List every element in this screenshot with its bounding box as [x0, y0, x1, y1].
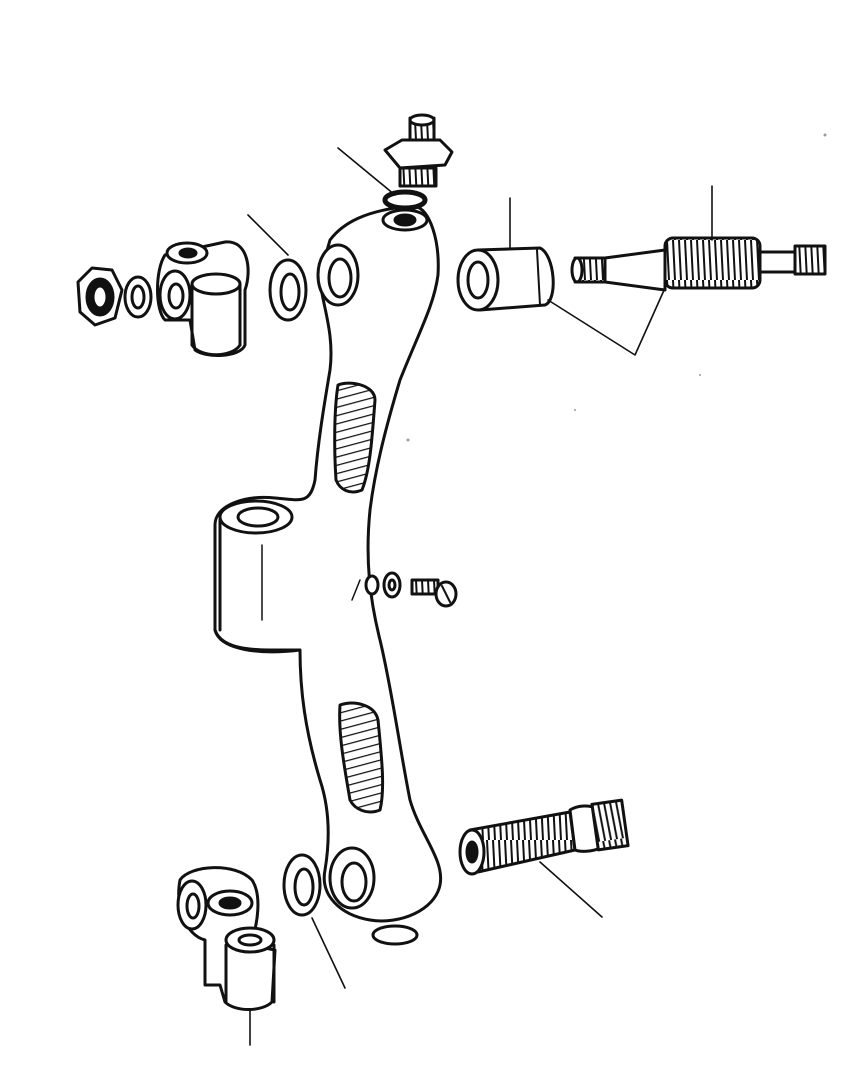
nipple-body-thread	[398, 166, 438, 188]
plain-washer	[123, 275, 153, 319]
leader-line-nipple-washer	[337, 147, 396, 196]
side-trunnion-bore	[236, 506, 280, 528]
welch-plug	[371, 924, 419, 946]
pinch-leader-hint	[351, 579, 361, 601]
nipple-tip	[408, 113, 436, 127]
upper-outer-bracket	[156, 240, 250, 357]
upper-seal	[268, 258, 308, 322]
lower-seal	[282, 853, 322, 917]
lower-eye-inner	[340, 861, 368, 903]
side-trunnion-base	[213, 628, 302, 654]
leader-line-upper-seal	[247, 214, 289, 256]
upper-slot	[333, 381, 377, 494]
lower-outer-bracket	[176, 866, 277, 1011]
nipple-hex	[383, 138, 454, 170]
swivel-arm	[213, 204, 443, 923]
lock-nut	[76, 266, 124, 327]
lower-threaded-pin	[458, 798, 630, 876]
leader-line-lower-pin	[539, 861, 603, 918]
pinch-washer	[382, 571, 402, 599]
swivel-arm-outline	[213, 204, 443, 923]
pinch-screw	[410, 578, 458, 608]
leader-lines	[247, 147, 713, 1046]
grease-nipple	[383, 113, 454, 188]
upper-threaded-pin	[570, 236, 827, 292]
lower-slot	[338, 701, 385, 814]
top-boss-hole	[393, 213, 417, 227]
nipple-washer	[382, 189, 428, 211]
leader-line-lower-seal	[311, 917, 346, 989]
upper-bush	[456, 246, 555, 312]
pinch-hole	[364, 574, 380, 596]
scan-specks	[406, 133, 827, 442]
leader-line-seals-pair	[547, 287, 666, 356]
upper-eye-inner	[327, 257, 353, 299]
